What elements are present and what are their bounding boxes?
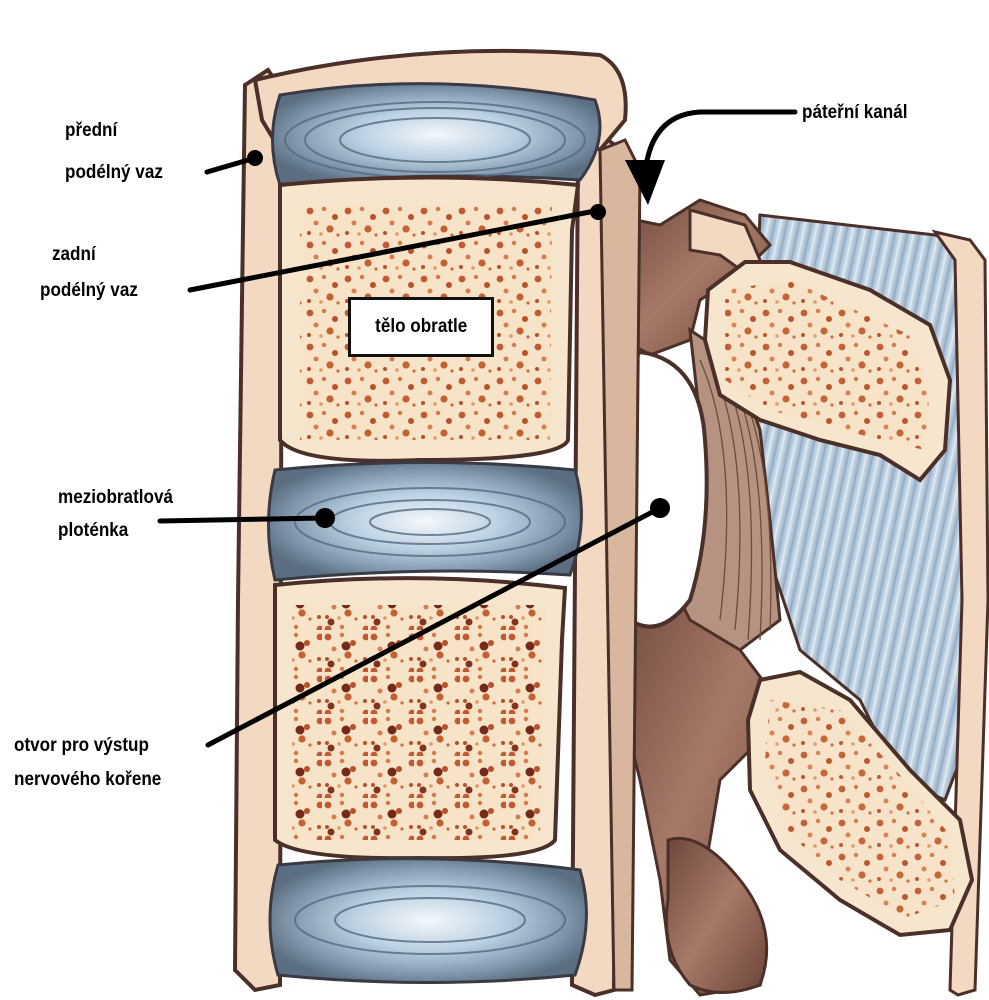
label-anterior-ligament-line2: podélný vaz: [65, 160, 163, 185]
dot-posterior-ligament: [590, 204, 606, 220]
label-foramen-line1: otvor pro výstup: [14, 733, 149, 758]
pointer-spinal-canal: [645, 112, 795, 175]
dot-anterior-ligament: [247, 150, 263, 166]
label-foramen-line2: nervového kořene: [14, 767, 161, 792]
disc-lower: [270, 859, 586, 983]
disc-upper: [273, 84, 601, 185]
disc-middle: [269, 463, 582, 581]
label-disc-line2: ploténka: [58, 518, 128, 543]
dot-disc: [315, 508, 335, 528]
label-posterior-ligament-line2: podélný vaz: [40, 278, 138, 303]
label-spinal-canal: páteřní kanál: [802, 100, 907, 125]
nerve-root-lower: [666, 838, 766, 992]
label-vertebral-body: tělo obratle: [375, 316, 467, 338]
label-disc-line1: meziobratlová: [58, 485, 173, 510]
dot-foramen: [650, 498, 670, 518]
label-posterior-ligament-line1: zadní: [52, 242, 96, 267]
label-anterior-ligament-line1: přední: [65, 118, 117, 143]
pointer-disc: [160, 518, 325, 521]
label-vertebral-body-box: tělo obratle: [348, 297, 494, 357]
